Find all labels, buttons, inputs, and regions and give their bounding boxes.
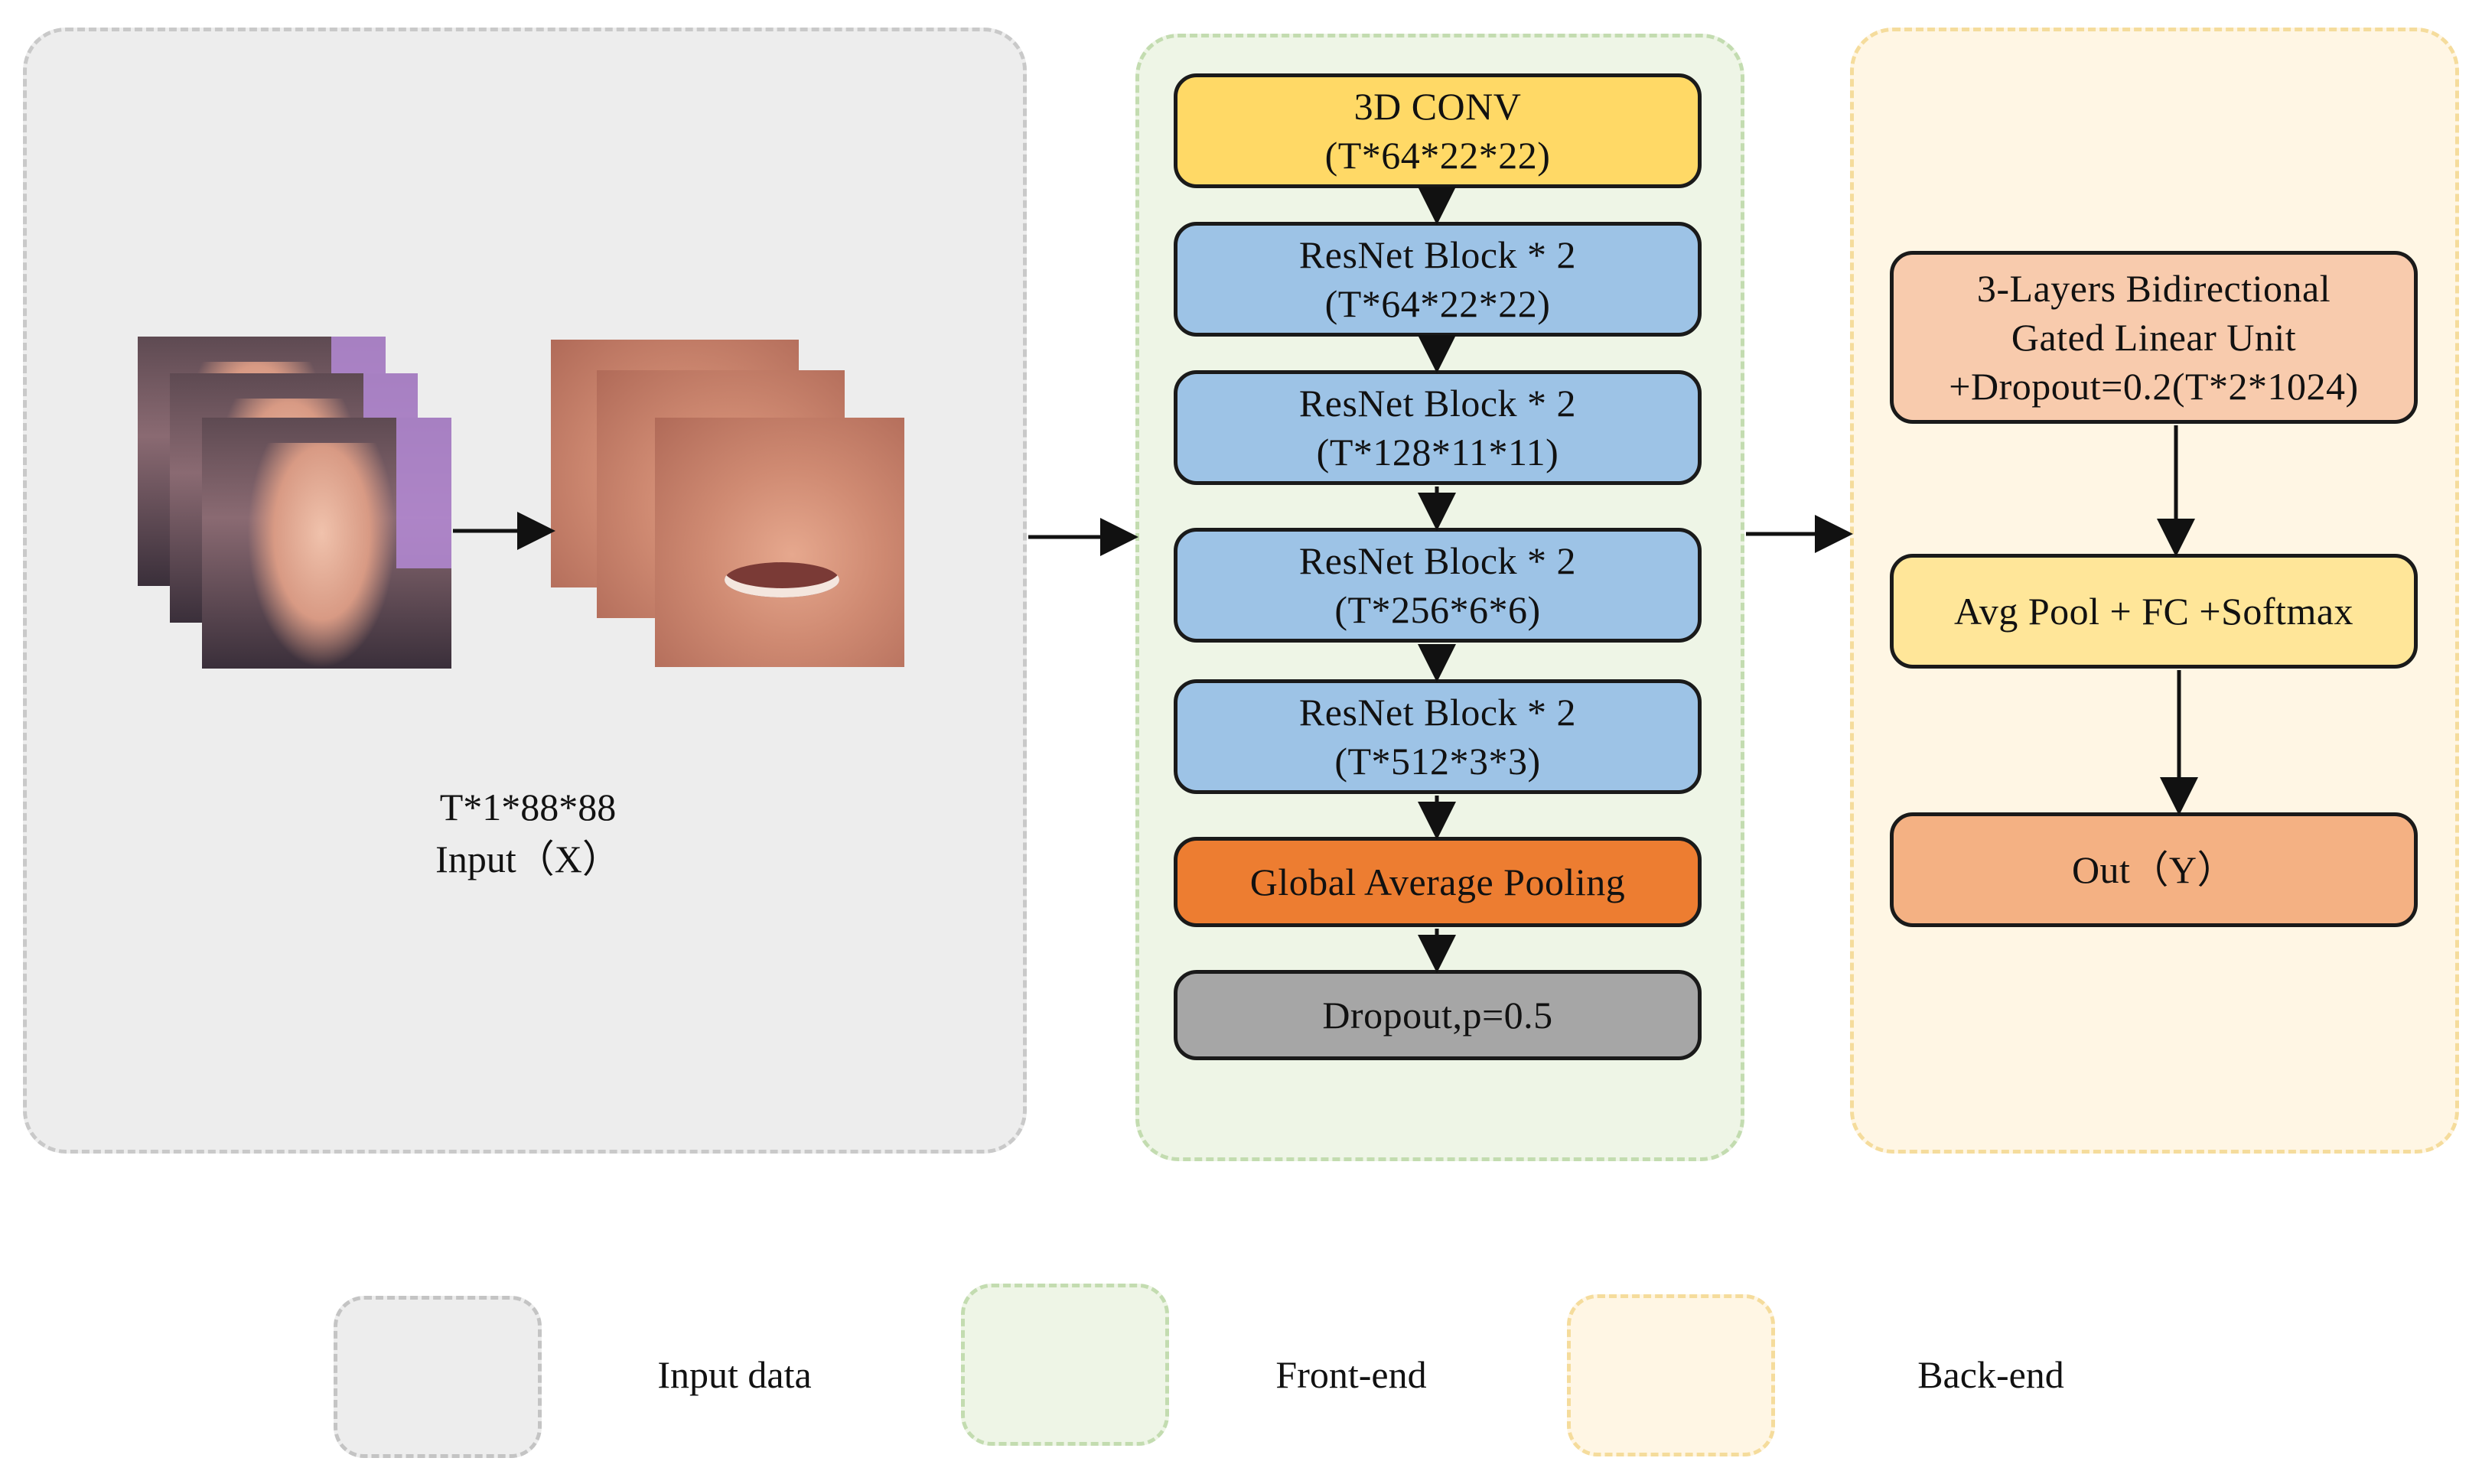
resnet-block-4-shape: (T*512*3*3) xyxy=(1334,740,1541,783)
resnet-block-1-title: ResNet Block * 2 xyxy=(1298,233,1577,276)
legend-back-label: Back-end xyxy=(1917,1353,2064,1396)
resnet-block-1: ResNet Block * 2 (T*64*22*22) xyxy=(1174,222,1702,337)
global-average-pooling-label: Global Average Pooling xyxy=(1249,861,1626,903)
resnet-block-3-shape: (T*256*6*6) xyxy=(1334,588,1541,631)
resnet-block-2-shape: (T*128*11*11) xyxy=(1316,431,1559,474)
glu-line-2: Gated Linear Unit xyxy=(2011,316,2297,359)
conv3d-shape: (T*64*22*22) xyxy=(1324,134,1551,177)
resnet-block-4-title: ResNet Block * 2 xyxy=(1298,691,1577,734)
avg-pool-fc-softmax-node: Avg Pool + FC +Softmax xyxy=(1890,554,2418,669)
resnet-block-3-title: ResNet Block * 2 xyxy=(1298,539,1577,582)
glu-line-3: +Dropout=0.2(T*2*1024) xyxy=(1949,365,2359,408)
input-size-label: T*1*88*88 xyxy=(439,786,617,828)
dropout-label: Dropout,p=0.5 xyxy=(1322,994,1553,1037)
conv3d-node: 3D CONV (T*64*22*22) xyxy=(1174,73,1702,188)
output-node: Out（Y） xyxy=(1890,812,2418,927)
resnet-block-2-title: ResNet Block * 2 xyxy=(1298,382,1577,425)
output-label: Out（Y） xyxy=(2071,848,2236,891)
legend-input-swatch xyxy=(334,1296,542,1458)
legend-input-label: Input data xyxy=(657,1353,812,1396)
face-frame-3 xyxy=(202,418,451,669)
glu-node: 3-Layers Bidirectional Gated Linear Unit… xyxy=(1890,251,2418,424)
legend-back-swatch xyxy=(1567,1294,1775,1456)
legend-front-label: Front-end xyxy=(1275,1353,1427,1396)
resnet-block-2: ResNet Block * 2 (T*128*11*11) xyxy=(1174,370,1702,485)
dropout-node: Dropout,p=0.5 xyxy=(1174,970,1702,1060)
legend-front-swatch xyxy=(961,1284,1169,1446)
glu-line-1: 3-Layers Bidirectional xyxy=(1976,267,2331,310)
global-average-pooling-node: Global Average Pooling xyxy=(1174,837,1702,927)
avg-pool-fc-softmax-label: Avg Pool + FC +Softmax xyxy=(1953,590,2354,633)
resnet-block-1-shape: (T*64*22*22) xyxy=(1324,282,1551,325)
conv3d-title: 3D CONV xyxy=(1353,85,1522,128)
mouth-crop-3 xyxy=(655,418,904,667)
input-x-label: Input（X） xyxy=(435,838,620,880)
